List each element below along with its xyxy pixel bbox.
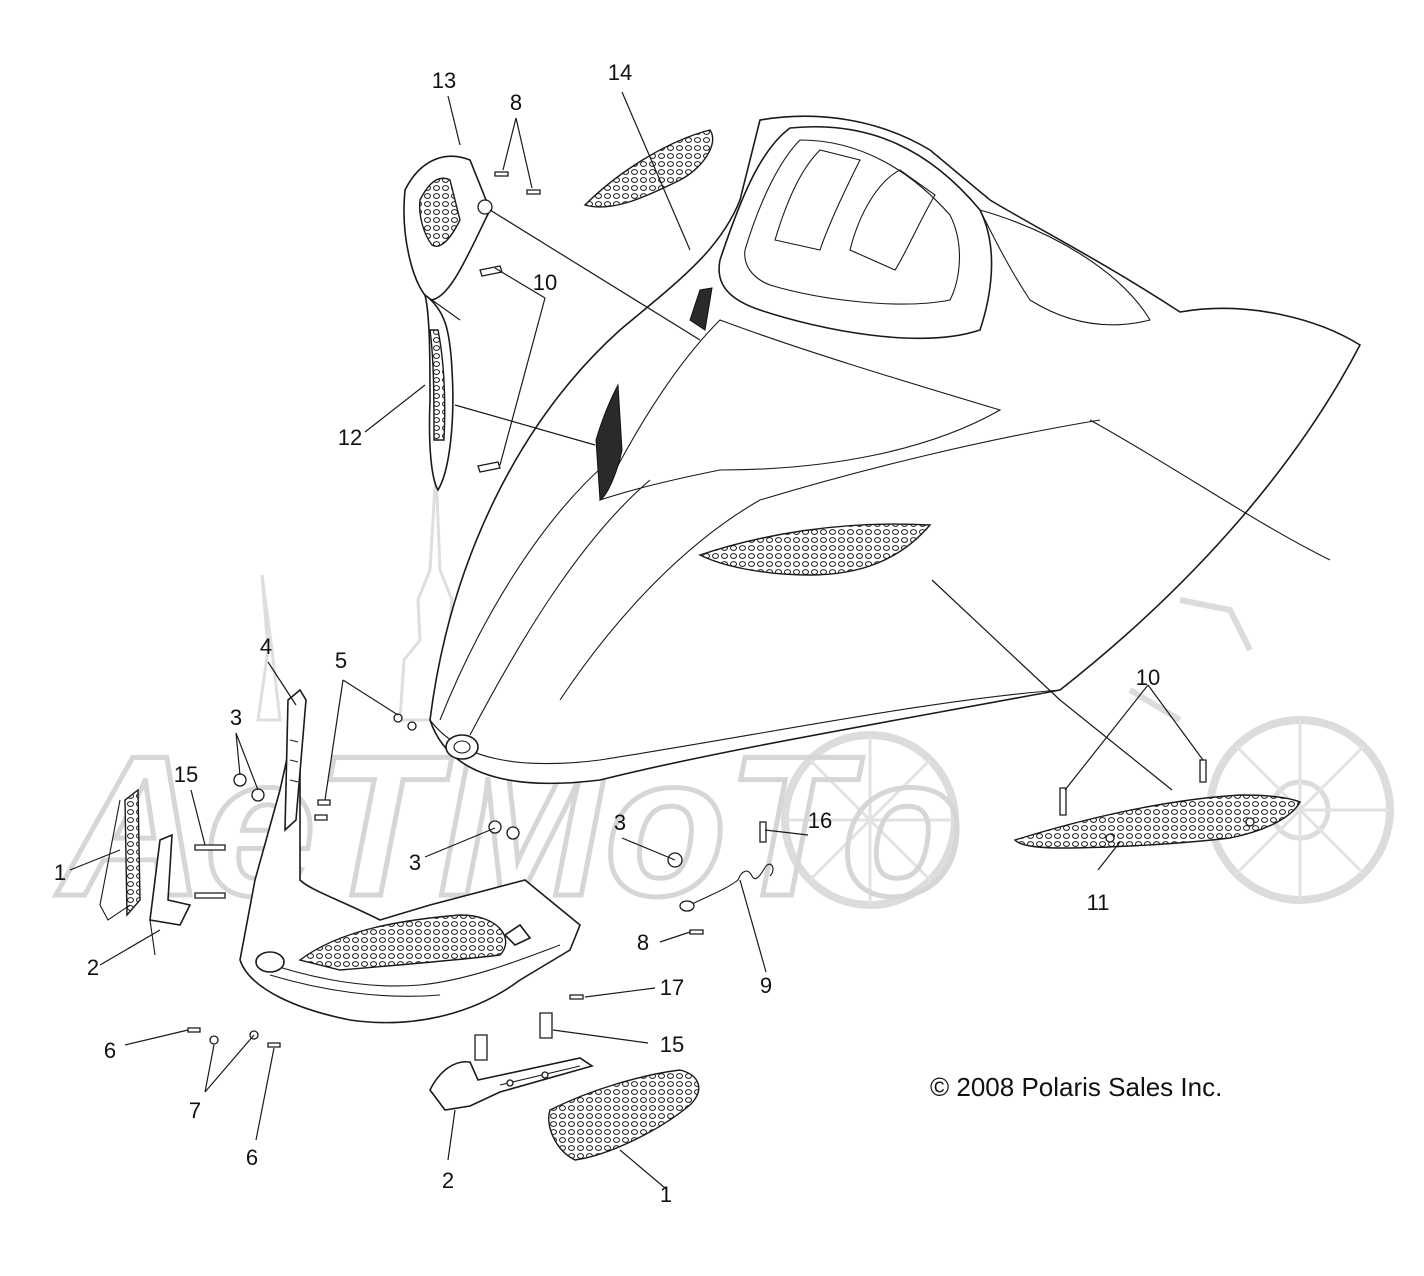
- callout-labels: 13 8 14 10 12 4 5 3 15 1 2 3 3 16 10 11 …: [54, 60, 1160, 1207]
- callout-2-left: 2: [87, 955, 99, 980]
- callout-17: 17: [660, 975, 684, 1000]
- callout-3-left: 3: [230, 705, 242, 730]
- callout-15-lower: 15: [660, 1032, 684, 1057]
- callout-1-left: 1: [54, 860, 66, 885]
- callout-14: 14: [608, 60, 632, 85]
- callout-9: 9: [760, 973, 772, 998]
- callout-3-right: 3: [614, 810, 626, 835]
- part-1-bottom: [548, 1069, 700, 1161]
- callout-6-left: 6: [104, 1038, 116, 1063]
- callout-8-top: 8: [510, 90, 522, 115]
- part-14: [583, 129, 714, 208]
- callout-8-lower: 8: [637, 930, 649, 955]
- callout-13: 13: [432, 68, 456, 93]
- lower-bumper: [239, 688, 581, 1024]
- callout-2-bottom: 2: [442, 1168, 454, 1193]
- callout-10-lower: 10: [1136, 665, 1160, 690]
- callout-16: 16: [808, 808, 832, 833]
- part-13: [403, 155, 493, 301]
- part-12: [423, 293, 461, 492]
- hood-assembly: [429, 115, 1362, 785]
- part-9: [679, 863, 774, 912]
- part-2-left: [149, 833, 192, 956]
- callout-6-lower: 6: [246, 1145, 258, 1170]
- leader-lines: [69, 91, 1204, 1189]
- part-11: [1013, 794, 1301, 849]
- part-1-left: [99, 788, 141, 921]
- callout-5: 5: [335, 648, 347, 673]
- callout-10-upper: 10: [533, 270, 557, 295]
- callout-1-bottom: 1: [660, 1182, 672, 1207]
- callout-4: 4: [260, 634, 272, 659]
- callout-11: 11: [1087, 890, 1110, 915]
- part-2-bottom: [429, 1057, 594, 1111]
- callout-3-center: 3: [409, 850, 421, 875]
- callout-12: 12: [338, 425, 362, 450]
- callout-7: 7: [189, 1098, 201, 1123]
- callout-15-left: 15: [174, 762, 198, 787]
- copyright-text: © 2008 Polaris Sales Inc.: [930, 1072, 1222, 1102]
